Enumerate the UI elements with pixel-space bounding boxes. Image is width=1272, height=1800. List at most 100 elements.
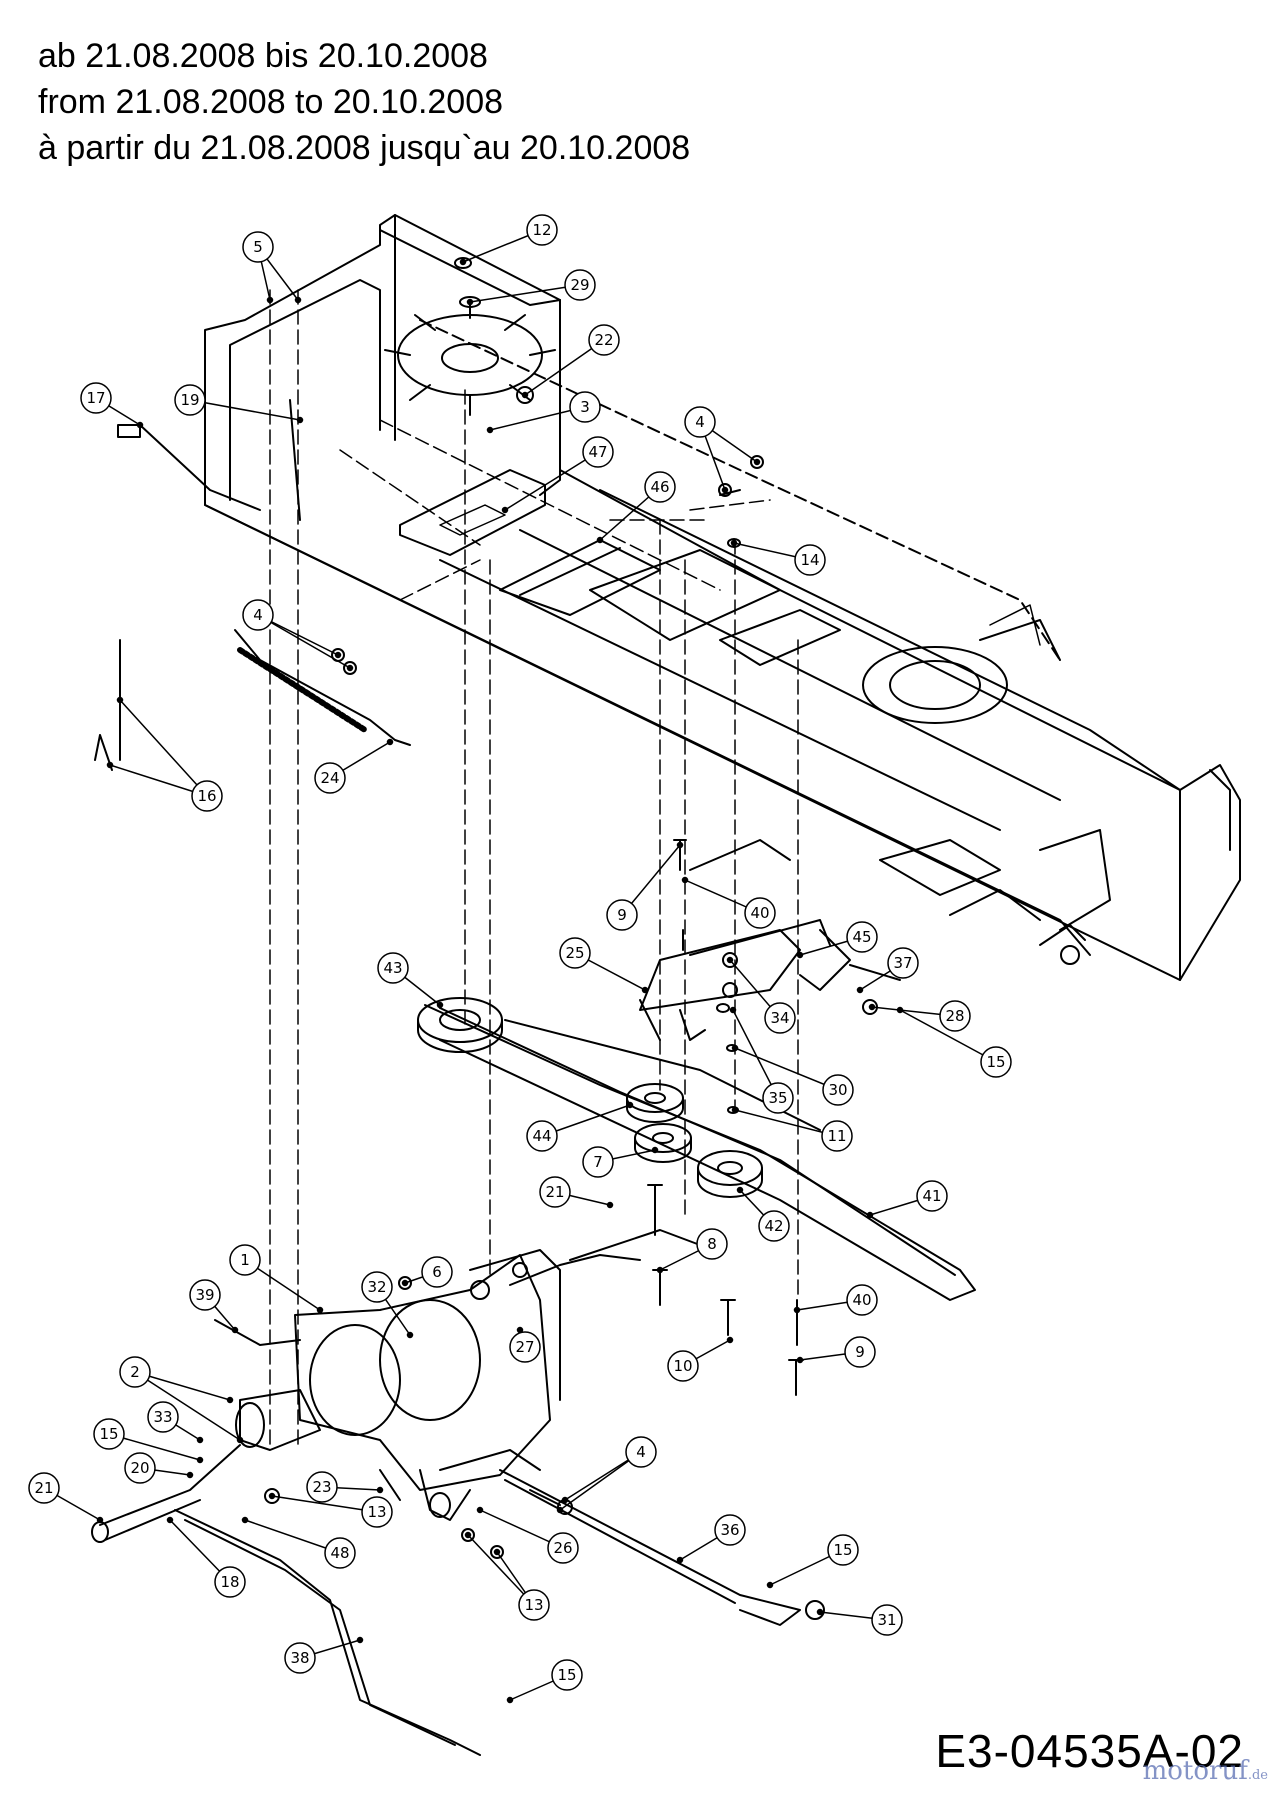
callout-number-4: 4 — [695, 413, 705, 431]
callout-number-40: 40 — [852, 1291, 871, 1309]
callout-balloon-4 — [625, 1436, 657, 1468]
callout-number-41: 41 — [922, 1187, 941, 1205]
callout-number-30: 30 — [828, 1081, 847, 1099]
callout-number-13: 13 — [367, 1503, 386, 1521]
callout-arrowhead-15-0 — [506, 1696, 514, 1704]
callout-leader-22-0 — [524, 339, 605, 396]
callout-number-43: 43 — [383, 959, 402, 977]
callout-balloon-22 — [588, 324, 620, 356]
header-line-english: from 21.08.2008 to 20.10.2008 — [38, 83, 504, 121]
callout-number-44: 44 — [532, 1127, 551, 1145]
axle-and-rods — [91, 1319, 825, 1756]
callout-arrowhead-14-0 — [730, 539, 738, 547]
callout-number-42: 42 — [764, 1217, 783, 1235]
callout-number-35: 35 — [768, 1089, 787, 1107]
callout-arrowhead-29-0 — [466, 298, 474, 306]
callout-arrowhead-22-0 — [521, 391, 529, 399]
callout-balloon-48 — [324, 1537, 356, 1569]
assembly-lines — [269, 289, 799, 1451]
callout-arrowhead-7-0 — [651, 1146, 659, 1154]
header-line-french: à partir du 21.08.2008 jusqu`au 20.10.20… — [38, 129, 691, 167]
brake-rod — [117, 399, 301, 521]
callout-arrowhead-47-0 — [501, 506, 509, 514]
callout-balloon-43 — [377, 952, 409, 984]
callout-balloon-47 — [582, 436, 614, 468]
callout-number-21: 21 — [34, 1479, 53, 1497]
callout-balloon-41 — [916, 1180, 948, 1212]
tension-spring — [234, 629, 411, 746]
callout-balloon-5 — [242, 231, 274, 263]
callout-number-22: 22 — [594, 331, 613, 349]
callout-number-19: 19 — [180, 391, 199, 409]
callout-arrowhead-43-0 — [436, 1001, 444, 1009]
callout-balloon-21 — [28, 1472, 60, 1504]
callout-number-48: 48 — [330, 1544, 349, 1562]
callout-number-23: 23 — [312, 1478, 331, 1496]
callout-balloon-19 — [174, 384, 206, 416]
diagram-code: E3-04535A-02 — [935, 1725, 1244, 1777]
callout-number-10: 10 — [673, 1357, 692, 1375]
callout-arrowhead-9-0 — [676, 841, 684, 849]
callout-balloon-1 — [229, 1244, 261, 1276]
callout-number-38: 38 — [290, 1649, 309, 1667]
callout-number-15: 15 — [986, 1053, 1005, 1071]
callout-balloon-31 — [871, 1604, 903, 1636]
callout-balloon-13 — [361, 1496, 393, 1528]
callout-arrowhead-13-0 — [268, 1492, 276, 1500]
watermark-name: motoruf — [1142, 1756, 1248, 1786]
callout-arrowhead-13-1 — [493, 1548, 501, 1556]
callout-balloon-21 — [539, 1176, 571, 1208]
callout-arrowhead-10-0 — [726, 1336, 734, 1344]
callout-arrowhead-42-0 — [736, 1186, 744, 1194]
callout-number-47: 47 — [588, 443, 607, 461]
flat-idler — [697, 1150, 763, 1198]
callout-number-31: 31 — [877, 1611, 896, 1629]
callout-number-15: 15 — [99, 1425, 118, 1443]
callout-balloon-24 — [314, 762, 346, 794]
callout-arrowhead-5-0 — [266, 296, 274, 304]
callout-arrowhead-3-0 — [486, 426, 494, 434]
callout-number-5: 5 — [253, 238, 263, 256]
drive-belt — [424, 1004, 976, 1301]
callout-leader-2-1 — [134, 1371, 241, 1441]
callout-leader-16-0 — [119, 699, 208, 797]
callout-number-12: 12 — [532, 221, 551, 239]
callout-number-40: 40 — [750, 904, 769, 922]
callout-arrowhead-12-0 — [459, 258, 467, 266]
callout-balloon-2 — [119, 1356, 151, 1388]
callout-balloon-10 — [667, 1350, 699, 1382]
callout-arrowhead-4-0 — [753, 458, 761, 466]
callout-number-9: 9 — [855, 1343, 865, 1361]
callout-balloon-6 — [421, 1256, 453, 1288]
callout-number-25: 25 — [565, 944, 584, 962]
callout-arrowhead-33-0 — [196, 1436, 204, 1444]
callout-balloon-30 — [822, 1074, 854, 1106]
callout-leader-48-0 — [244, 1519, 341, 1554]
callout-arrowhead-18-0 — [166, 1516, 174, 1524]
callout-number-34: 34 — [770, 1009, 789, 1027]
callout-balloon-33 — [147, 1401, 179, 1433]
cable-tie — [94, 639, 121, 771]
callout-number-4: 4 — [253, 606, 263, 624]
callout-balloon-44 — [526, 1120, 558, 1152]
callout-arrowhead-20-0 — [186, 1471, 194, 1479]
callout-balloon-25 — [559, 937, 591, 969]
callout-arrowhead-4-1 — [721, 486, 729, 494]
callout-arrowhead-15-0 — [896, 1006, 904, 1014]
callout-number-45: 45 — [852, 928, 871, 946]
callout-leader-16-1 — [109, 764, 208, 797]
callout-balloon-36 — [714, 1514, 746, 1546]
callout-leader-13-0 — [271, 1495, 378, 1513]
idler-pulley-upper — [626, 1083, 684, 1123]
callout-balloon-4 — [242, 599, 274, 631]
callout-number-15: 15 — [557, 1666, 576, 1684]
callout-arrowhead-2-0 — [226, 1396, 234, 1404]
callout-leader-30-0 — [734, 1047, 839, 1091]
callout-leader-29-0 — [469, 284, 581, 303]
callout-arrowhead-24-0 — [386, 738, 394, 746]
callout-balloon-38 — [284, 1642, 316, 1674]
callout-balloon-15 — [827, 1534, 859, 1566]
callout-leader-13-0 — [467, 1534, 535, 1606]
callout-number-20: 20 — [130, 1459, 149, 1477]
callout-arrowhead-31-0 — [816, 1608, 824, 1616]
